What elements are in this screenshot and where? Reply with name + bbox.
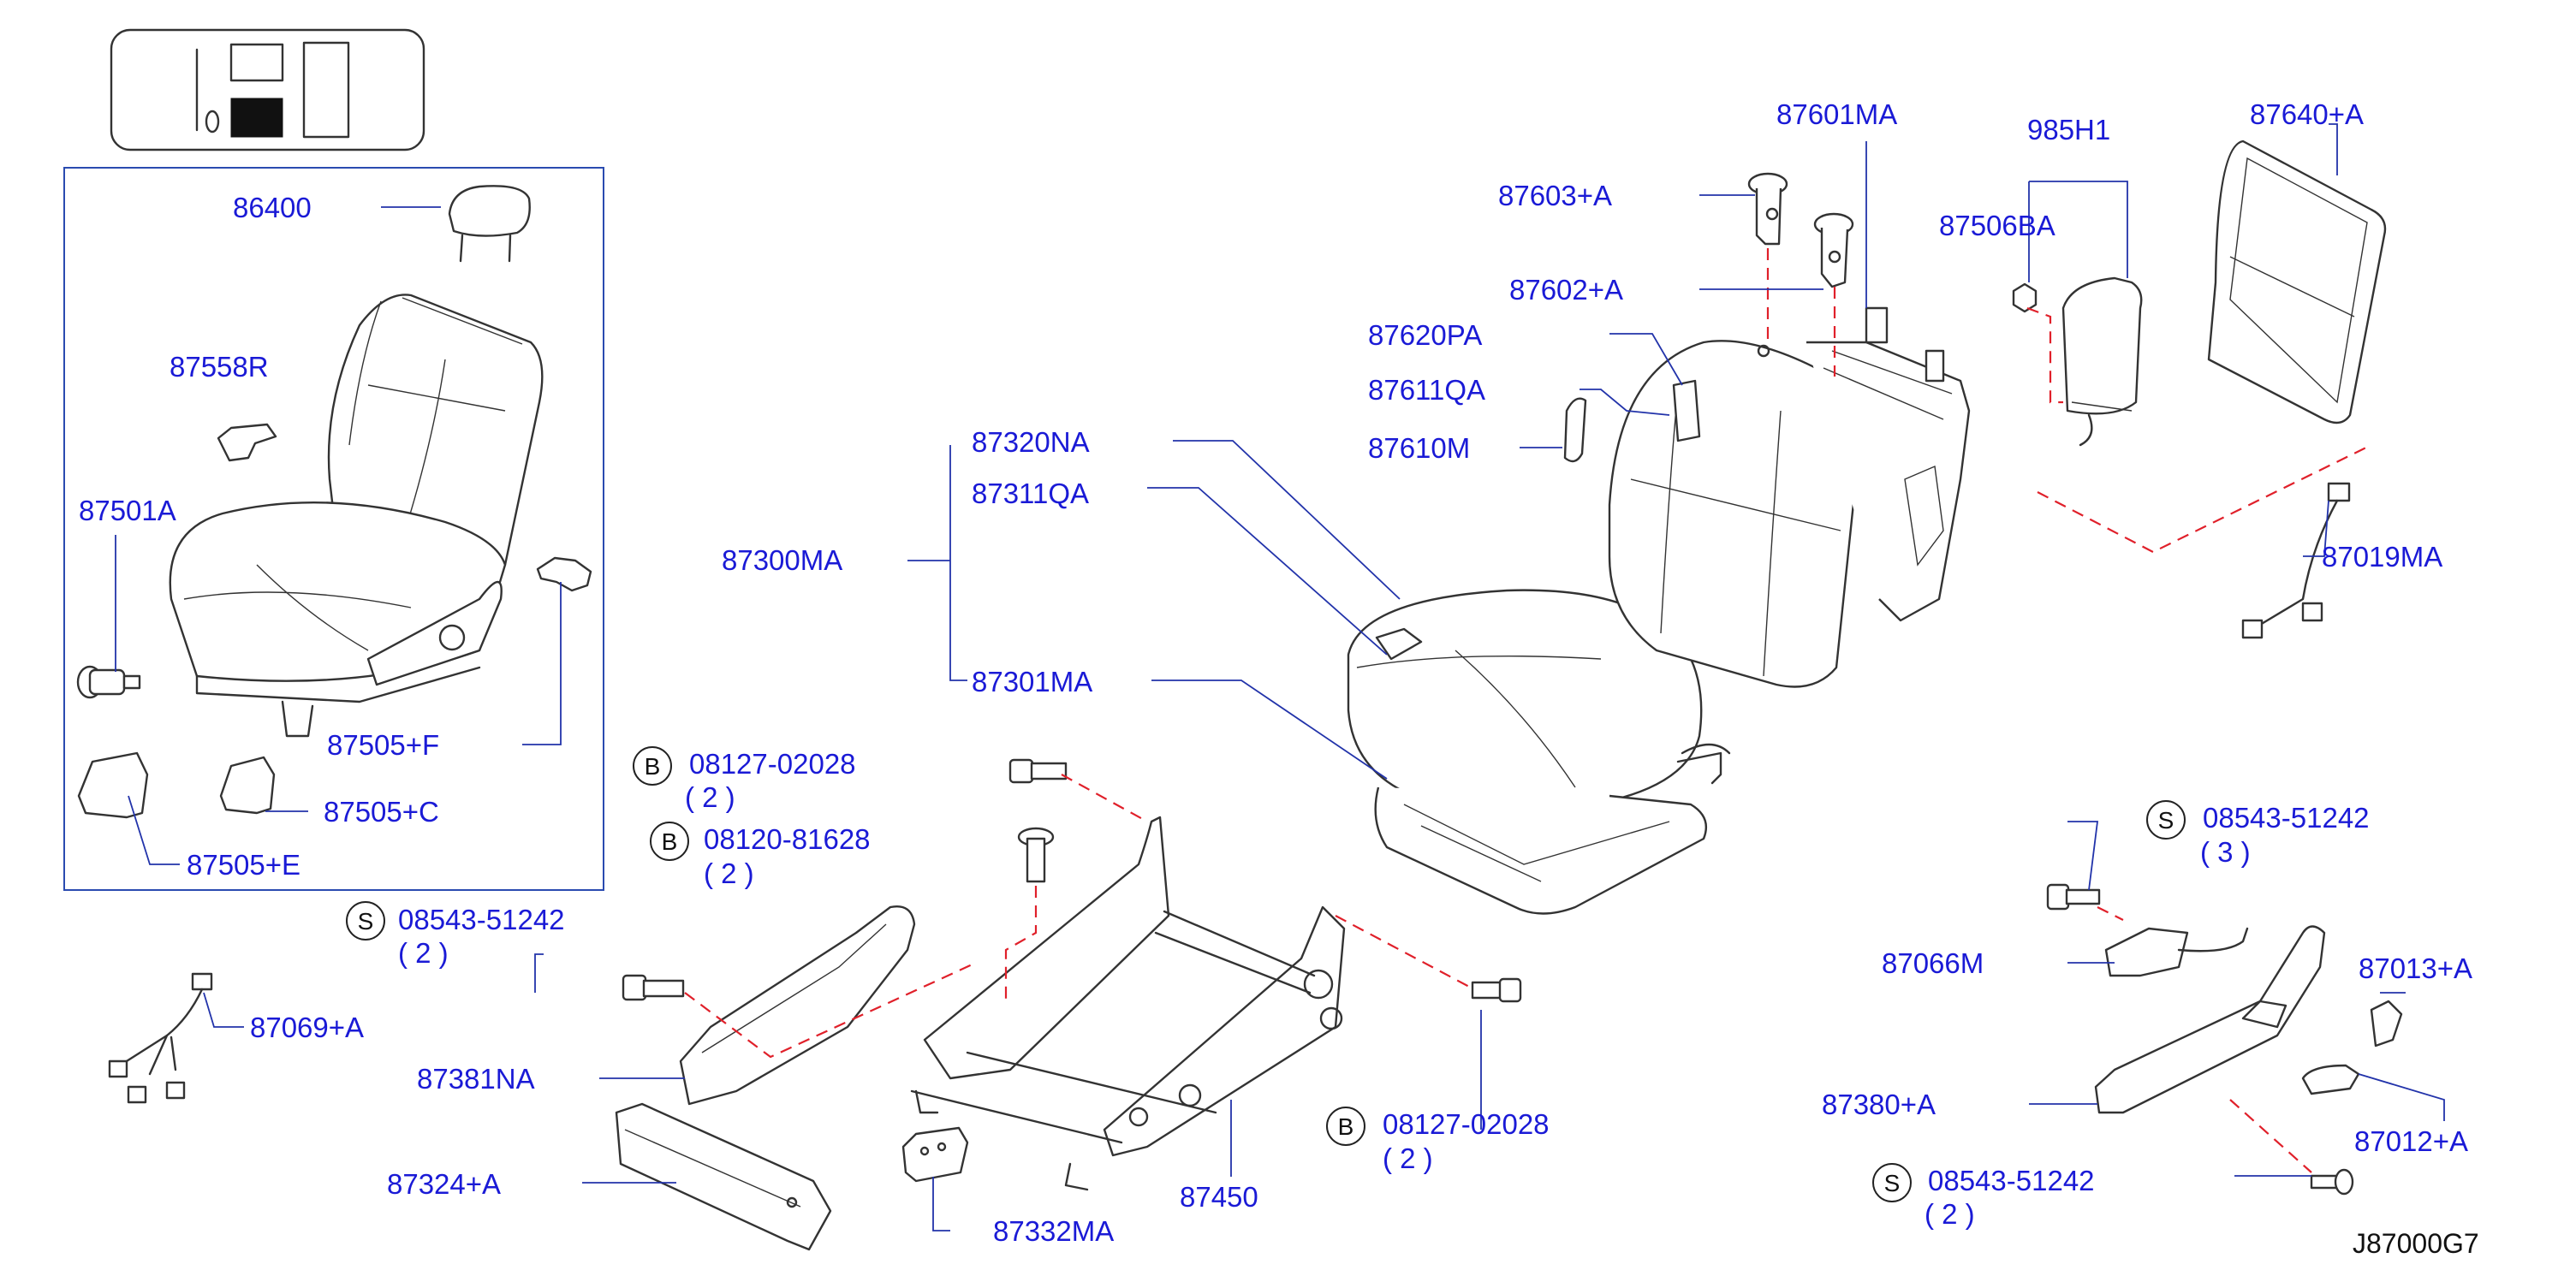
- headrest-guide-87601ma: [1813, 212, 1854, 288]
- label-87505e: 87505+E: [187, 849, 300, 881]
- knob-87501a: [76, 665, 141, 699]
- seatback-frame: [1806, 306, 1971, 622]
- label-87069a: 87069+A: [250, 1012, 364, 1043]
- clip-87558r: [217, 423, 277, 462]
- fastener-badge-1: B: [633, 746, 672, 786]
- seat-adjuster-87450: [910, 816, 1346, 1191]
- bolt-08543-51242-upper-right: [2046, 883, 2101, 911]
- bracket-87066m: [2104, 927, 2249, 977]
- label-87300ma: 87300MA: [722, 544, 842, 576]
- knob-87013a: [2370, 1000, 2403, 1047]
- side-finisher-87380a: [2094, 925, 2326, 1114]
- fastener-badge-3: S: [346, 901, 385, 941]
- fastener-qty: ( 2 ): [685, 781, 735, 813]
- label-87332ma: 87332MA: [993, 1215, 1114, 1247]
- label-87505c: 87505+C: [324, 796, 439, 828]
- back-panel-87640a: [2207, 139, 2387, 424]
- fastener-prefix: S: [358, 908, 374, 935]
- label-87013a: 87013+A: [2359, 952, 2472, 984]
- fastener-prefix: B: [662, 828, 678, 855]
- seatback: [1608, 340, 1861, 688]
- fastener-number: 08543-51242: [398, 904, 565, 935]
- label-86400: 86400: [233, 192, 312, 223]
- module-985h1: [2061, 276, 2143, 447]
- fastener-qty: ( 2 ): [398, 937, 449, 969]
- label-87320na: 87320NA: [972, 426, 1090, 458]
- label-87019ma: 87019MA: [2322, 541, 2442, 573]
- fastener-qty: ( 3 ): [2200, 836, 2251, 868]
- harness-87069a: [108, 972, 213, 1104]
- bolt-08127-02028-right: [1471, 977, 1522, 1003]
- fastener-prefix: B: [645, 753, 661, 780]
- fastener-badge-2: B: [650, 822, 689, 861]
- fastener-qty: ( 2 ): [704, 858, 754, 889]
- label-87380a: 87380+A: [1822, 1089, 1936, 1120]
- bolt-08120-81628: [1017, 827, 1055, 883]
- cover-87505e: [77, 751, 149, 819]
- label-87381na: 87381NA: [417, 1063, 535, 1095]
- label-87558r: 87558R: [170, 351, 269, 383]
- cover-87505c: [219, 756, 276, 815]
- complete-seat-small: [169, 294, 544, 738]
- fastener-number: 08543-51242: [2203, 802, 2370, 834]
- bolt-08127-02028-top: [1008, 758, 1068, 784]
- label-87620pa: 87620PA: [1368, 319, 1482, 351]
- side-finisher-87381na: [679, 905, 916, 1106]
- label-87450: 87450: [1180, 1181, 1258, 1213]
- label-87506ba: 87506BA: [1939, 210, 2055, 241]
- headrest: [448, 185, 531, 263]
- fastener-badge-5: S: [2146, 800, 2186, 840]
- label-87640a: 87640+A: [2250, 98, 2364, 130]
- label-87012a: 87012+A: [2354, 1125, 2468, 1157]
- cushion-frame: [1374, 743, 1731, 915]
- fastener-prefix: B: [1338, 1113, 1354, 1140]
- fastener-number: 08127-02028: [689, 748, 856, 780]
- label-985h1: 985H1: [2027, 114, 2110, 145]
- headrest-guide-87603a: [1747, 172, 1788, 246]
- fastener-badge-4: B: [1326, 1107, 1365, 1146]
- label-87505f: 87505+F: [327, 729, 439, 761]
- knob-87012a: [2301, 1064, 2360, 1095]
- label-87610m: 87610M: [1368, 432, 1470, 464]
- label-87603a: 87603+A: [1498, 180, 1612, 211]
- assembly-guide-lines: [684, 248, 2372, 1173]
- harness-87019ma: [2241, 482, 2351, 639]
- seat-locator-icon: [110, 28, 425, 151]
- label-87066m: 87066M: [1882, 947, 1984, 979]
- leader-lines: [115, 123, 2445, 1231]
- fastener-number: 08120-81628: [704, 823, 871, 855]
- label-87611qa: 87611QA: [1368, 374, 1485, 406]
- label-87501a: 87501A: [79, 495, 176, 526]
- label-87324a: 87324+A: [387, 1168, 501, 1200]
- fastener-prefix: S: [1884, 1170, 1901, 1196]
- fastener-qty: ( 2 ): [1383, 1142, 1433, 1174]
- label-87602a: 87602+A: [1509, 274, 1623, 306]
- assembly-group-frame: [63, 167, 604, 891]
- label-87311qa: 87311QA: [972, 478, 1089, 509]
- cover-87505f: [536, 556, 592, 592]
- label-87601ma: 87601MA: [1776, 98, 1897, 130]
- rail-cover-87324a: [615, 1102, 832, 1251]
- fastener-number: 08127-02028: [1383, 1108, 1550, 1140]
- fastener-qty: ( 2 ): [1925, 1198, 1975, 1230]
- diagram-id: J87000G7: [2353, 1228, 2479, 1259]
- bolt-08543-51242-lower-right: [2310, 1168, 2354, 1196]
- fastener-badge-6: S: [1872, 1163, 1912, 1202]
- label-87301ma: 87301MA: [972, 666, 1092, 697]
- bolt-08543-51242-left: [622, 974, 685, 1001]
- switch-87332ma: [901, 1126, 969, 1183]
- nut-87506ba: [2012, 282, 2038, 313]
- seat-cushion: [1347, 589, 1703, 810]
- fastener-prefix: S: [2158, 807, 2174, 834]
- lever-87610m: [1563, 397, 1587, 463]
- fastener-number: 08543-51242: [1928, 1165, 2095, 1196]
